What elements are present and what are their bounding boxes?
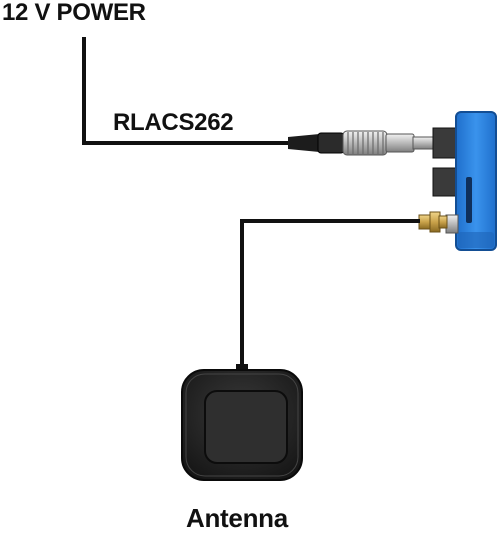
antenna-cable <box>236 219 420 372</box>
receiver-device <box>432 111 497 251</box>
antenna-puck <box>181 369 303 481</box>
antenna-label: Antenna <box>186 503 288 533</box>
sma-connector <box>418 211 448 233</box>
lemo-connector <box>288 130 434 156</box>
cable-label: RLACS262 <box>113 109 234 136</box>
power-cable <box>82 37 292 145</box>
power-label: 12 V POWER <box>2 0 146 26</box>
